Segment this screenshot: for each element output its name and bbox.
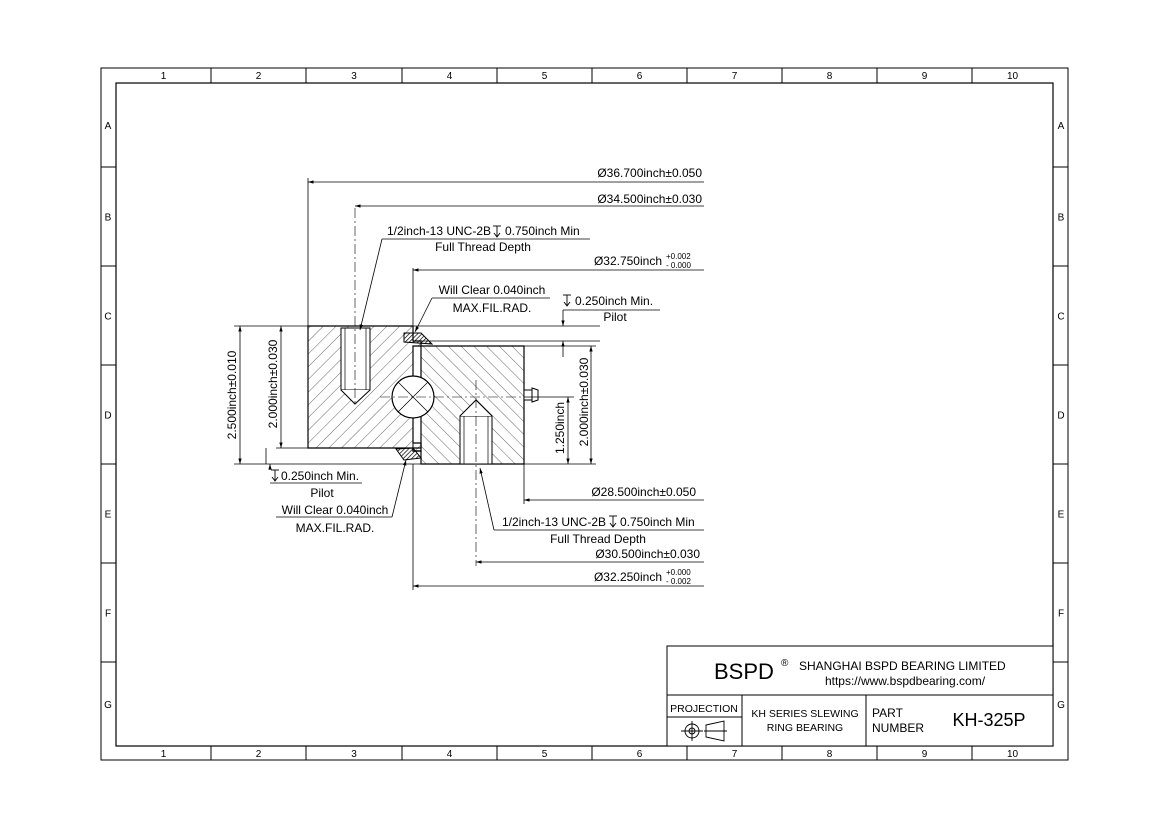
row-label: D: [1057, 411, 1064, 422]
clear-bottom-line2: MAX.FIL.RAD.: [296, 521, 375, 535]
dim-32250-tol-minus: - 0.002: [666, 577, 691, 586]
dim-32750-tol-plus: +0.002: [666, 252, 691, 261]
thread-inner-note: Full Thread Depth: [550, 532, 646, 546]
column-label: 10: [1007, 71, 1019, 82]
dim-32750-tol-minus: - 0.000: [666, 261, 691, 270]
row-label: B: [105, 213, 112, 224]
dim-bolt-circle-outer: Ø34.500inch±0.030: [597, 192, 702, 206]
clear-top-line1: Will Clear 0.040inch: [439, 283, 546, 297]
column-label: 5: [542, 749, 548, 760]
column-label: 6: [637, 749, 643, 760]
outer-hole-tip: [340, 389, 371, 405]
dim-bolt-circle-inner: Ø30.500inch±0.030: [595, 547, 700, 561]
dimension-lines: [234, 178, 704, 590]
outer-threaded-hole: [340, 327, 371, 391]
column-label: 7: [732, 749, 738, 760]
row-label: F: [1058, 609, 1064, 620]
brand-logo: BSPD: [714, 659, 774, 684]
dim-height-outer: 2.000inch±0.030: [266, 339, 280, 428]
column-label: 3: [351, 71, 357, 82]
row-label: E: [1058, 510, 1065, 521]
row-label: D: [104, 411, 111, 422]
clear-top-line2: MAX.FIL.RAD.: [453, 301, 532, 315]
column-label: 10: [1007, 749, 1019, 760]
projection-label: PROJECTION: [670, 703, 738, 715]
column-ticks: [210, 68, 973, 760]
column-label: 6: [637, 71, 643, 82]
outer-border: [100, 67, 1069, 761]
column-label: 5: [542, 71, 548, 82]
row-label: E: [105, 510, 112, 521]
bottom-seal: [395, 447, 422, 461]
row-labels-right: A B C D E F G: [1057, 121, 1065, 711]
thread-inner-depth: 0.750inch Min: [620, 515, 695, 529]
row-label: A: [105, 121, 112, 132]
column-labels-top: 1 2 3 4 5 6 7 8 9 10: [161, 71, 1019, 82]
pilot-top-label: Pilot: [603, 310, 627, 324]
dim-od-outer: Ø36.700inch±0.050: [597, 166, 702, 180]
series-line2: RING BEARING: [767, 722, 843, 734]
column-label: 2: [256, 749, 262, 760]
dim-height-inner: 2.000inch±0.030: [577, 357, 591, 446]
clear-bottom-line1: Will Clear 0.040inch: [282, 503, 389, 517]
bearing-cross-section: [307, 208, 539, 566]
pilot-bottom-label: Pilot: [310, 486, 334, 500]
thread-outer-note: Full Thread Depth: [435, 240, 531, 254]
thread-outer-label: 1/2inch-13 UNC-2B: [387, 224, 491, 238]
inner-border: [115, 82, 1054, 747]
thread-outer-depth: 0.750inch Min: [505, 224, 580, 238]
row-label: A: [1058, 121, 1065, 132]
thread-inner-label: 1/2inch-13 UNC-2B: [502, 515, 606, 529]
dim-height-step: 1.250inch: [553, 402, 567, 454]
dim-id-inner: Ø28.500inch±0.050: [591, 485, 696, 499]
inner-ring: [412, 345, 525, 465]
part-label-line1: PART: [872, 706, 904, 720]
title-block: BSPD ® SHANGHAI BSPD BEARING LIMITED htt…: [666, 645, 1054, 747]
column-label: 1: [161, 749, 167, 760]
depth-symbol-icon: [271, 225, 617, 528]
series-line1: KH SERIES SLEWING: [751, 708, 858, 720]
grease-nipple: [523, 389, 533, 401]
row-label: C: [104, 312, 111, 323]
column-label: 8: [827, 749, 833, 760]
projection-symbol-icon: [681, 720, 727, 742]
column-label: 9: [922, 749, 928, 760]
column-label: 1: [161, 71, 167, 82]
company-name: SHANGHAI BSPD BEARING LIMITED: [799, 659, 1006, 673]
grease-nipple-head: [531, 387, 539, 403]
row-labels-left: A B C D E F G: [104, 121, 112, 711]
column-label: 8: [827, 71, 833, 82]
row-label: C: [1057, 312, 1064, 323]
column-label: 9: [922, 71, 928, 82]
row-label: F: [105, 609, 111, 620]
column-labels-bottom: 1 2 3 4 5 6 7 8 9 10: [161, 749, 1019, 760]
part-number: KH-325P: [952, 710, 1025, 730]
column-label: 7: [732, 71, 738, 82]
row-label: G: [104, 700, 112, 711]
row-label: B: [1058, 213, 1065, 224]
pilot-top-value: 0.250inch Min.: [575, 294, 653, 308]
registered-mark: ®: [781, 658, 789, 669]
column-label: 4: [447, 749, 453, 760]
row-label: G: [1057, 700, 1065, 711]
column-label: 4: [447, 71, 453, 82]
title-block-border: [666, 645, 1054, 747]
dim-32750: Ø32.750inch: [594, 254, 662, 268]
dim-height-total: 2.500inch±0.010: [225, 350, 239, 439]
row-ticks: [101, 166, 1068, 663]
pilot-bottom-value: 0.250inch Min.: [281, 469, 359, 483]
part-label-line2: NUMBER: [872, 721, 924, 735]
column-label: 3: [351, 749, 357, 760]
column-label: 2: [256, 71, 262, 82]
dim-32250: Ø32.250inch: [594, 570, 662, 584]
drawing-frame: 1 2 3 4 5 6 7 8 9 10 1 2 3 4 5 6 7 8 9 10 A B C D E F G A B C D E F G: [100, 67, 1069, 761]
top-seal: [403, 332, 434, 345]
dim-32250-tol-plus: +0.000: [666, 568, 691, 577]
company-url[interactable]: https://www.bspdbearing.com/: [825, 674, 986, 688]
